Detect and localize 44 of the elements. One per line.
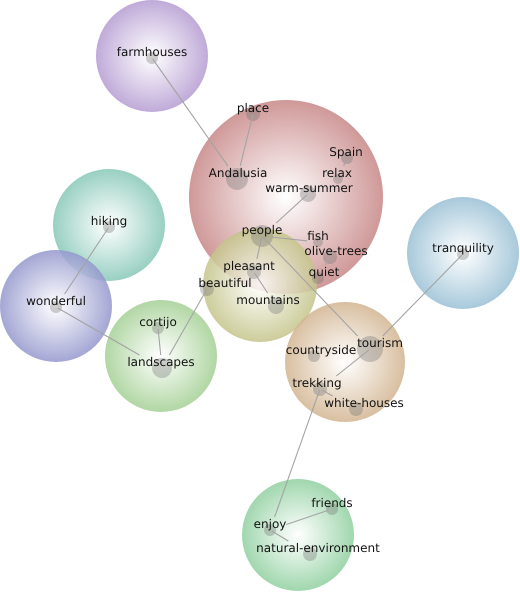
connector-line (57, 308, 140, 356)
word-label: beautiful (198, 276, 252, 290)
word-label: tourism (357, 336, 403, 350)
connector-line (271, 236, 308, 242)
connector-line (343, 158, 348, 166)
connector-line (240, 114, 254, 166)
word-label: mountains (236, 293, 300, 307)
connector-line (382, 254, 462, 336)
word-label: trekking (292, 376, 342, 390)
connector-line (322, 390, 333, 396)
connector-line (254, 272, 268, 294)
connector-line (262, 236, 358, 336)
word-label: people (242, 223, 282, 237)
connector-line (286, 509, 330, 526)
connector-line (276, 194, 308, 224)
word-label: place (236, 101, 270, 115)
word-label: countryside (286, 343, 356, 357)
connector-line (271, 530, 289, 542)
word-label: landscapes (127, 355, 195, 369)
word-label: pleasant (223, 259, 275, 273)
word-label: friends (311, 496, 353, 510)
word-label: fish (307, 229, 329, 243)
word-label: natural-environment (256, 541, 380, 555)
word-label: quiet (308, 265, 340, 279)
word-label: white-houses (324, 396, 404, 410)
word-label: olive-trees (304, 244, 368, 258)
connector-line (336, 350, 370, 376)
word-label: relax (322, 166, 352, 180)
connector-line (256, 236, 262, 260)
word-label: tranquility (432, 241, 494, 255)
connector-line (324, 258, 330, 266)
word-label: Spain (329, 145, 363, 159)
connector-line (168, 290, 207, 356)
word-label: Andalusia (208, 166, 268, 180)
word-label: farmhouses (116, 45, 188, 59)
word-label: hiking (90, 214, 128, 228)
connector-line (158, 328, 162, 356)
word-label: warm-summer (265, 181, 353, 195)
word-label: wonderful (26, 294, 86, 308)
word-label: cortijo (139, 315, 177, 329)
connector-line (64, 228, 109, 294)
connector-line (274, 390, 320, 518)
connector-line (152, 58, 228, 166)
word-label: enjoy (254, 517, 286, 531)
